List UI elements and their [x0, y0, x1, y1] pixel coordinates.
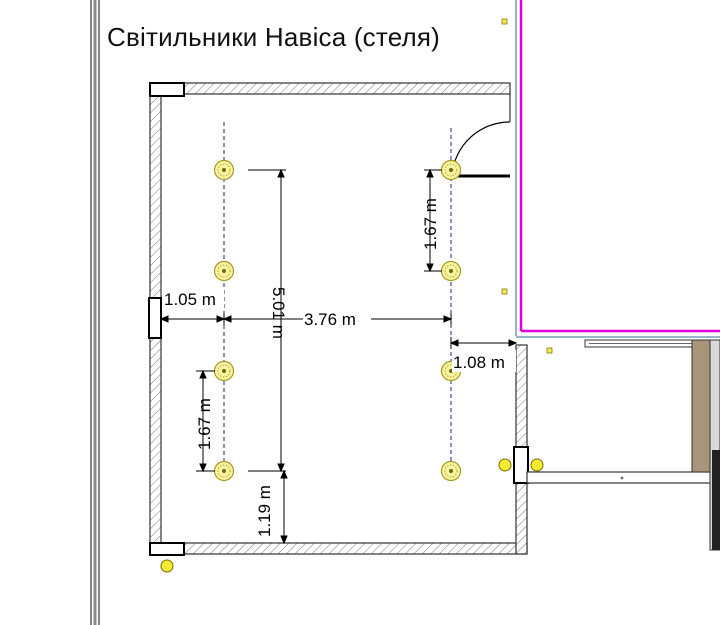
dim-bottom-offset: 1.19 m	[255, 485, 274, 537]
external-light-3	[160, 559, 174, 573]
canopy-walls	[148, 82, 529, 556]
small-markers	[501, 18, 553, 354]
fixture-r1	[440, 159, 462, 181]
plan-title: Світильники Навіса (стеля)	[107, 22, 441, 52]
marker-b	[501, 288, 508, 295]
fixture-l1	[213, 159, 235, 181]
external-light-1	[498, 458, 512, 472]
fixture-l2	[213, 260, 235, 282]
dim-spacing-right: 1.67 m	[421, 198, 440, 250]
fixture-l3	[213, 360, 235, 382]
marker-a	[501, 18, 508, 25]
dimension-labels: 1.05 m 3.76 m 1.08 m 5.01 m 1.67 m 1.67 …	[164, 198, 516, 537]
external-light-2	[530, 458, 544, 472]
fixture-center-lines	[223, 122, 452, 478]
fixture-r4	[440, 460, 462, 482]
dim-left-offset: 1.05 m	[164, 290, 216, 309]
dim-right-offset: 1.08 m	[453, 353, 505, 372]
dim-spacing-left: 1.67 m	[195, 398, 214, 450]
left-edge-lines	[90, 0, 100, 625]
fixture-r2	[440, 260, 462, 282]
dim-row-length: 5.01 m	[269, 287, 288, 339]
fixture-l4	[213, 460, 235, 482]
marker-c	[546, 347, 553, 354]
adjacent-building	[515, 0, 720, 551]
external-lights	[160, 458, 544, 573]
dim-span-between-rows: 3.76 m	[304, 310, 356, 329]
door-swing	[451, 94, 511, 178]
